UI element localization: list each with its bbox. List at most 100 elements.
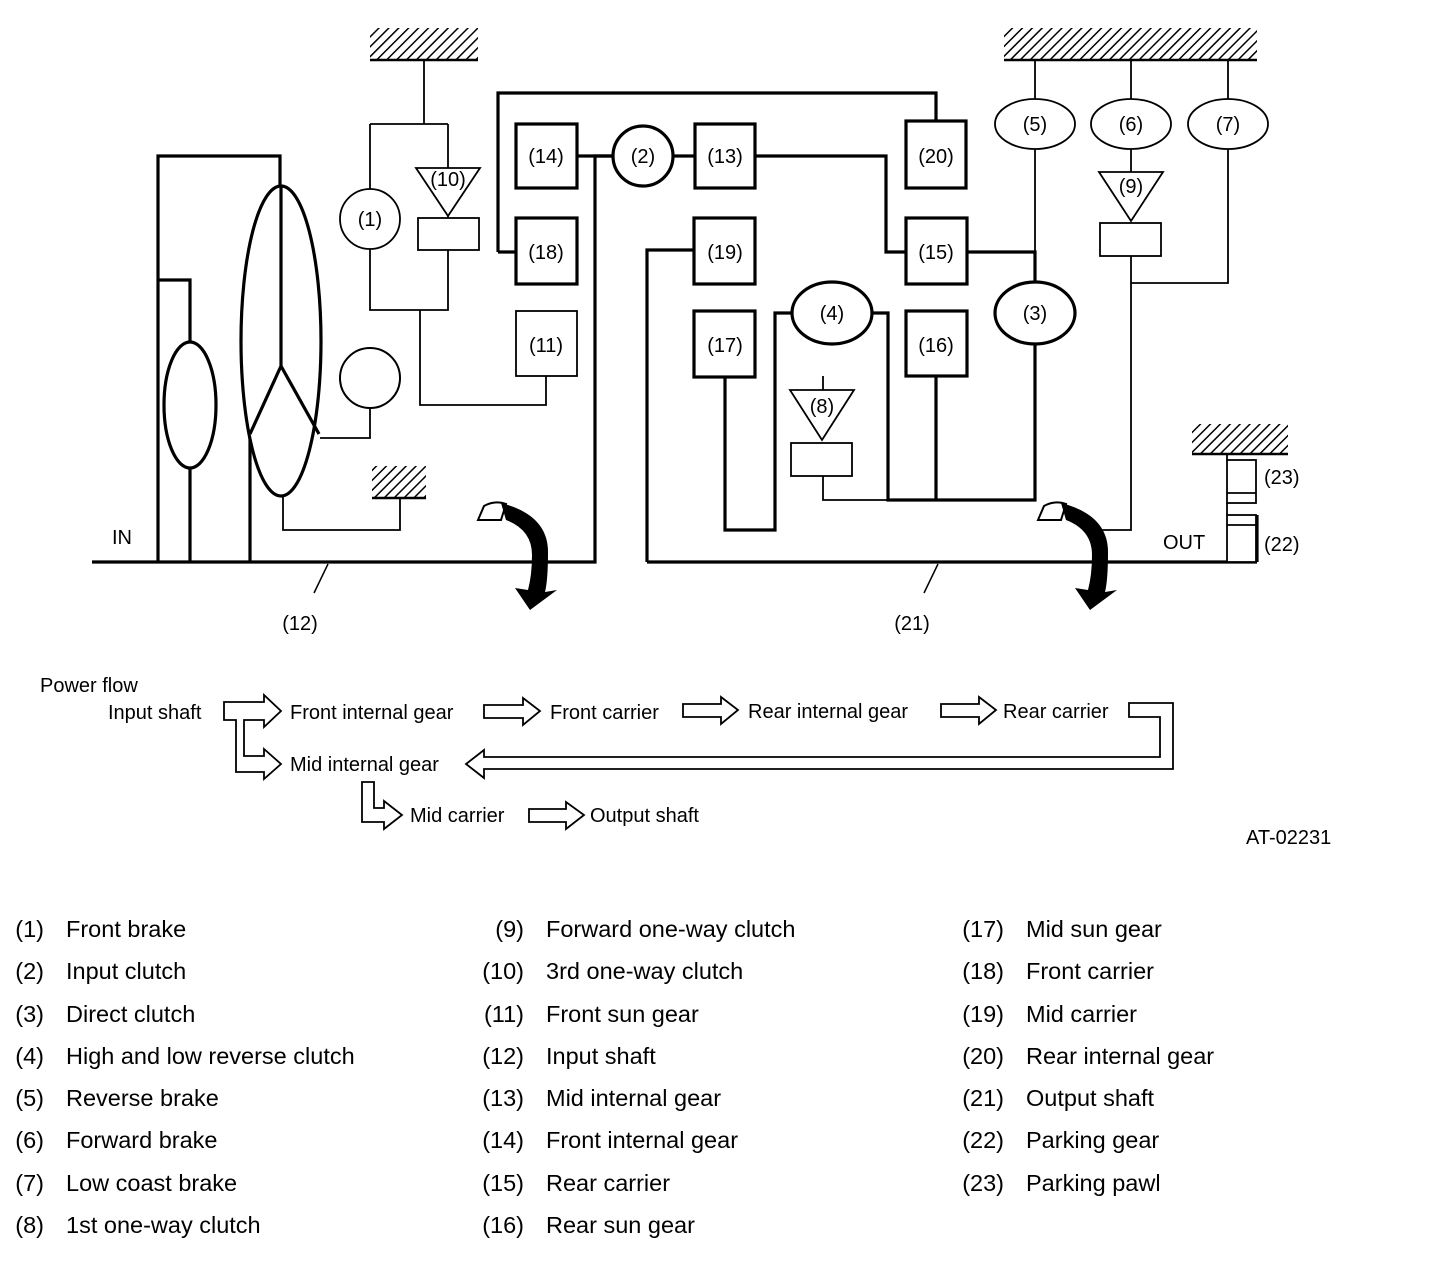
component-19-label: (19) <box>707 242 743 264</box>
flow-rear-carrier: Rear carrier <box>1003 701 1109 723</box>
legend-item-name: Front sun gear <box>546 1000 699 1027</box>
legend-item-name: Output shaft <box>1026 1085 1155 1112</box>
ground-hatch-mid <box>372 466 426 500</box>
legend-item-number: (22) <box>962 1127 1004 1154</box>
legend-item-name: 1st one-way clutch <box>66 1212 261 1239</box>
legend-item-number: (10) <box>482 958 524 985</box>
thin-connections <box>282 60 1229 531</box>
legend-item-number: (15) <box>482 1169 524 1196</box>
legend-item-number: (13) <box>482 1085 524 1112</box>
legend-item-number: (5) <box>15 1085 44 1112</box>
component-11-label: (11) <box>529 335 563 357</box>
legend-item-name: Forward one-way clutch <box>546 916 796 942</box>
legend-item-name: High and low reverse clutch <box>66 1042 355 1069</box>
component-3-label: (3) <box>1023 303 1047 325</box>
legend-item-name: Front internal gear <box>546 1127 739 1154</box>
component-5-label: (5) <box>1023 114 1047 136</box>
legend-item-number: (18) <box>962 958 1004 985</box>
legend-item-name: Rear sun gear <box>546 1212 695 1239</box>
component-18: (18) <box>514 216 579 286</box>
component-7: (7) <box>1187 98 1269 150</box>
component-6-label: (6) <box>1119 114 1143 136</box>
figure-code: AT-02231 <box>1246 827 1331 849</box>
component-19: (19) <box>692 216 757 286</box>
legend-item-name: Parking pawl <box>1026 1169 1161 1196</box>
component-8-label: (8) <box>810 396 834 418</box>
component-22-label: (22) <box>1264 534 1300 556</box>
torque-converter-vanes <box>248 186 321 435</box>
flow-arrow-down-icon <box>361 781 404 831</box>
component-4-label: (4) <box>820 303 844 325</box>
legend-item-name: Front carrier <box>1026 958 1154 985</box>
legend-item-name: Mid sun gear <box>1026 916 1162 942</box>
flow-front-carrier: Front carrier <box>550 702 659 724</box>
legend-item-number: (19) <box>962 1000 1004 1027</box>
flow-mid-carrier: Mid carrier <box>410 805 505 827</box>
rotation-arrow-input-icon <box>476 501 557 610</box>
legend-item-name: 3rd one-way clutch <box>546 958 744 985</box>
legend-item-number: (23) <box>962 1169 1004 1196</box>
component-3: (3) <box>993 280 1077 346</box>
power-flow: Power flow Input shaft Front internal ge… <box>40 675 1174 831</box>
legend: (1)Front brake(2)Input clutch(3)Direct c… <box>0 908 1440 1248</box>
component-2: (2) <box>611 124 675 188</box>
component-15: (15) <box>904 216 969 286</box>
component-12-label: (12) <box>282 613 318 635</box>
component-17-label: (17) <box>707 335 743 357</box>
flow-arrow-input-branch-icon <box>223 692 283 781</box>
component-1: (1) <box>339 188 401 250</box>
flow-arrow-4-icon <box>528 800 586 831</box>
legend-item-number: (7) <box>15 1169 44 1196</box>
legend-item-name: Input shaft <box>546 1042 656 1069</box>
legend-item-name: Forward brake <box>66 1127 218 1154</box>
legend-item-number: (2) <box>15 958 44 985</box>
power-flow-title: Power flow <box>40 675 138 697</box>
oil-pump-circle <box>339 347 401 409</box>
rotation-arrow-output-icon <box>1036 501 1117 610</box>
component-7-label: (7) <box>1216 114 1240 136</box>
flow-input-shaft: Input shaft <box>108 702 202 724</box>
legend-item-name: Rear carrier <box>546 1169 671 1196</box>
component-9: (9) <box>1097 171 1165 257</box>
flow-front-internal-gear: Front internal gear <box>290 702 454 724</box>
component-14: (14) <box>514 122 579 190</box>
component-4: (4) <box>790 280 874 346</box>
component-22-parking-gear <box>1226 514 1257 563</box>
component-16: (16) <box>904 309 969 378</box>
legend-item-number: (20) <box>962 1042 1004 1069</box>
flow-arrow-return-icon <box>464 702 1174 780</box>
legend-item-number: (17) <box>962 916 1004 942</box>
out-label: OUT <box>1163 532 1205 554</box>
component-13-label: (13) <box>707 146 743 168</box>
thick-connections <box>92 91 1259 564</box>
ground-hatch-pawl <box>1192 424 1288 456</box>
component-20-label: (20) <box>918 146 954 168</box>
flow-arrow-1-icon <box>483 696 542 727</box>
flow-rear-internal-gear: Rear internal gear <box>748 701 908 723</box>
legend-item-name: Mid internal gear <box>546 1085 722 1112</box>
component-10-label: (10) <box>430 169 466 191</box>
component-21-label: (21) <box>894 613 930 635</box>
component-18-label: (18) <box>528 242 564 264</box>
torque-converter-lockup-oval <box>162 340 218 470</box>
flow-arrow-3-icon <box>940 695 998 726</box>
legend-item-number: (12) <box>482 1042 524 1069</box>
legend-item-number: (6) <box>15 1127 44 1154</box>
component-23-label: (23) <box>1264 467 1300 489</box>
component-6: (6) <box>1090 98 1172 150</box>
legend-item-number: (8) <box>15 1212 44 1239</box>
ground-hatch-top-right <box>1004 28 1257 62</box>
component-2-label: (2) <box>631 146 655 168</box>
legend-item-name: Reverse brake <box>66 1085 219 1112</box>
legend-item-name: Low coast brake <box>66 1169 238 1196</box>
component-11: (11) <box>515 310 578 377</box>
legend-item-number: (9) <box>495 916 524 942</box>
component-5: (5) <box>994 98 1076 150</box>
legend-item-name: Mid carrier <box>1026 1000 1137 1027</box>
component-23-pawl <box>1226 459 1257 504</box>
flow-output-shaft: Output shaft <box>590 805 699 827</box>
ground-hatch-top-left <box>370 28 478 62</box>
component-1-label: (1) <box>358 209 382 231</box>
flow-mid-internal-gear: Mid internal gear <box>290 754 439 776</box>
legend-item-name: Parking gear <box>1026 1127 1160 1154</box>
